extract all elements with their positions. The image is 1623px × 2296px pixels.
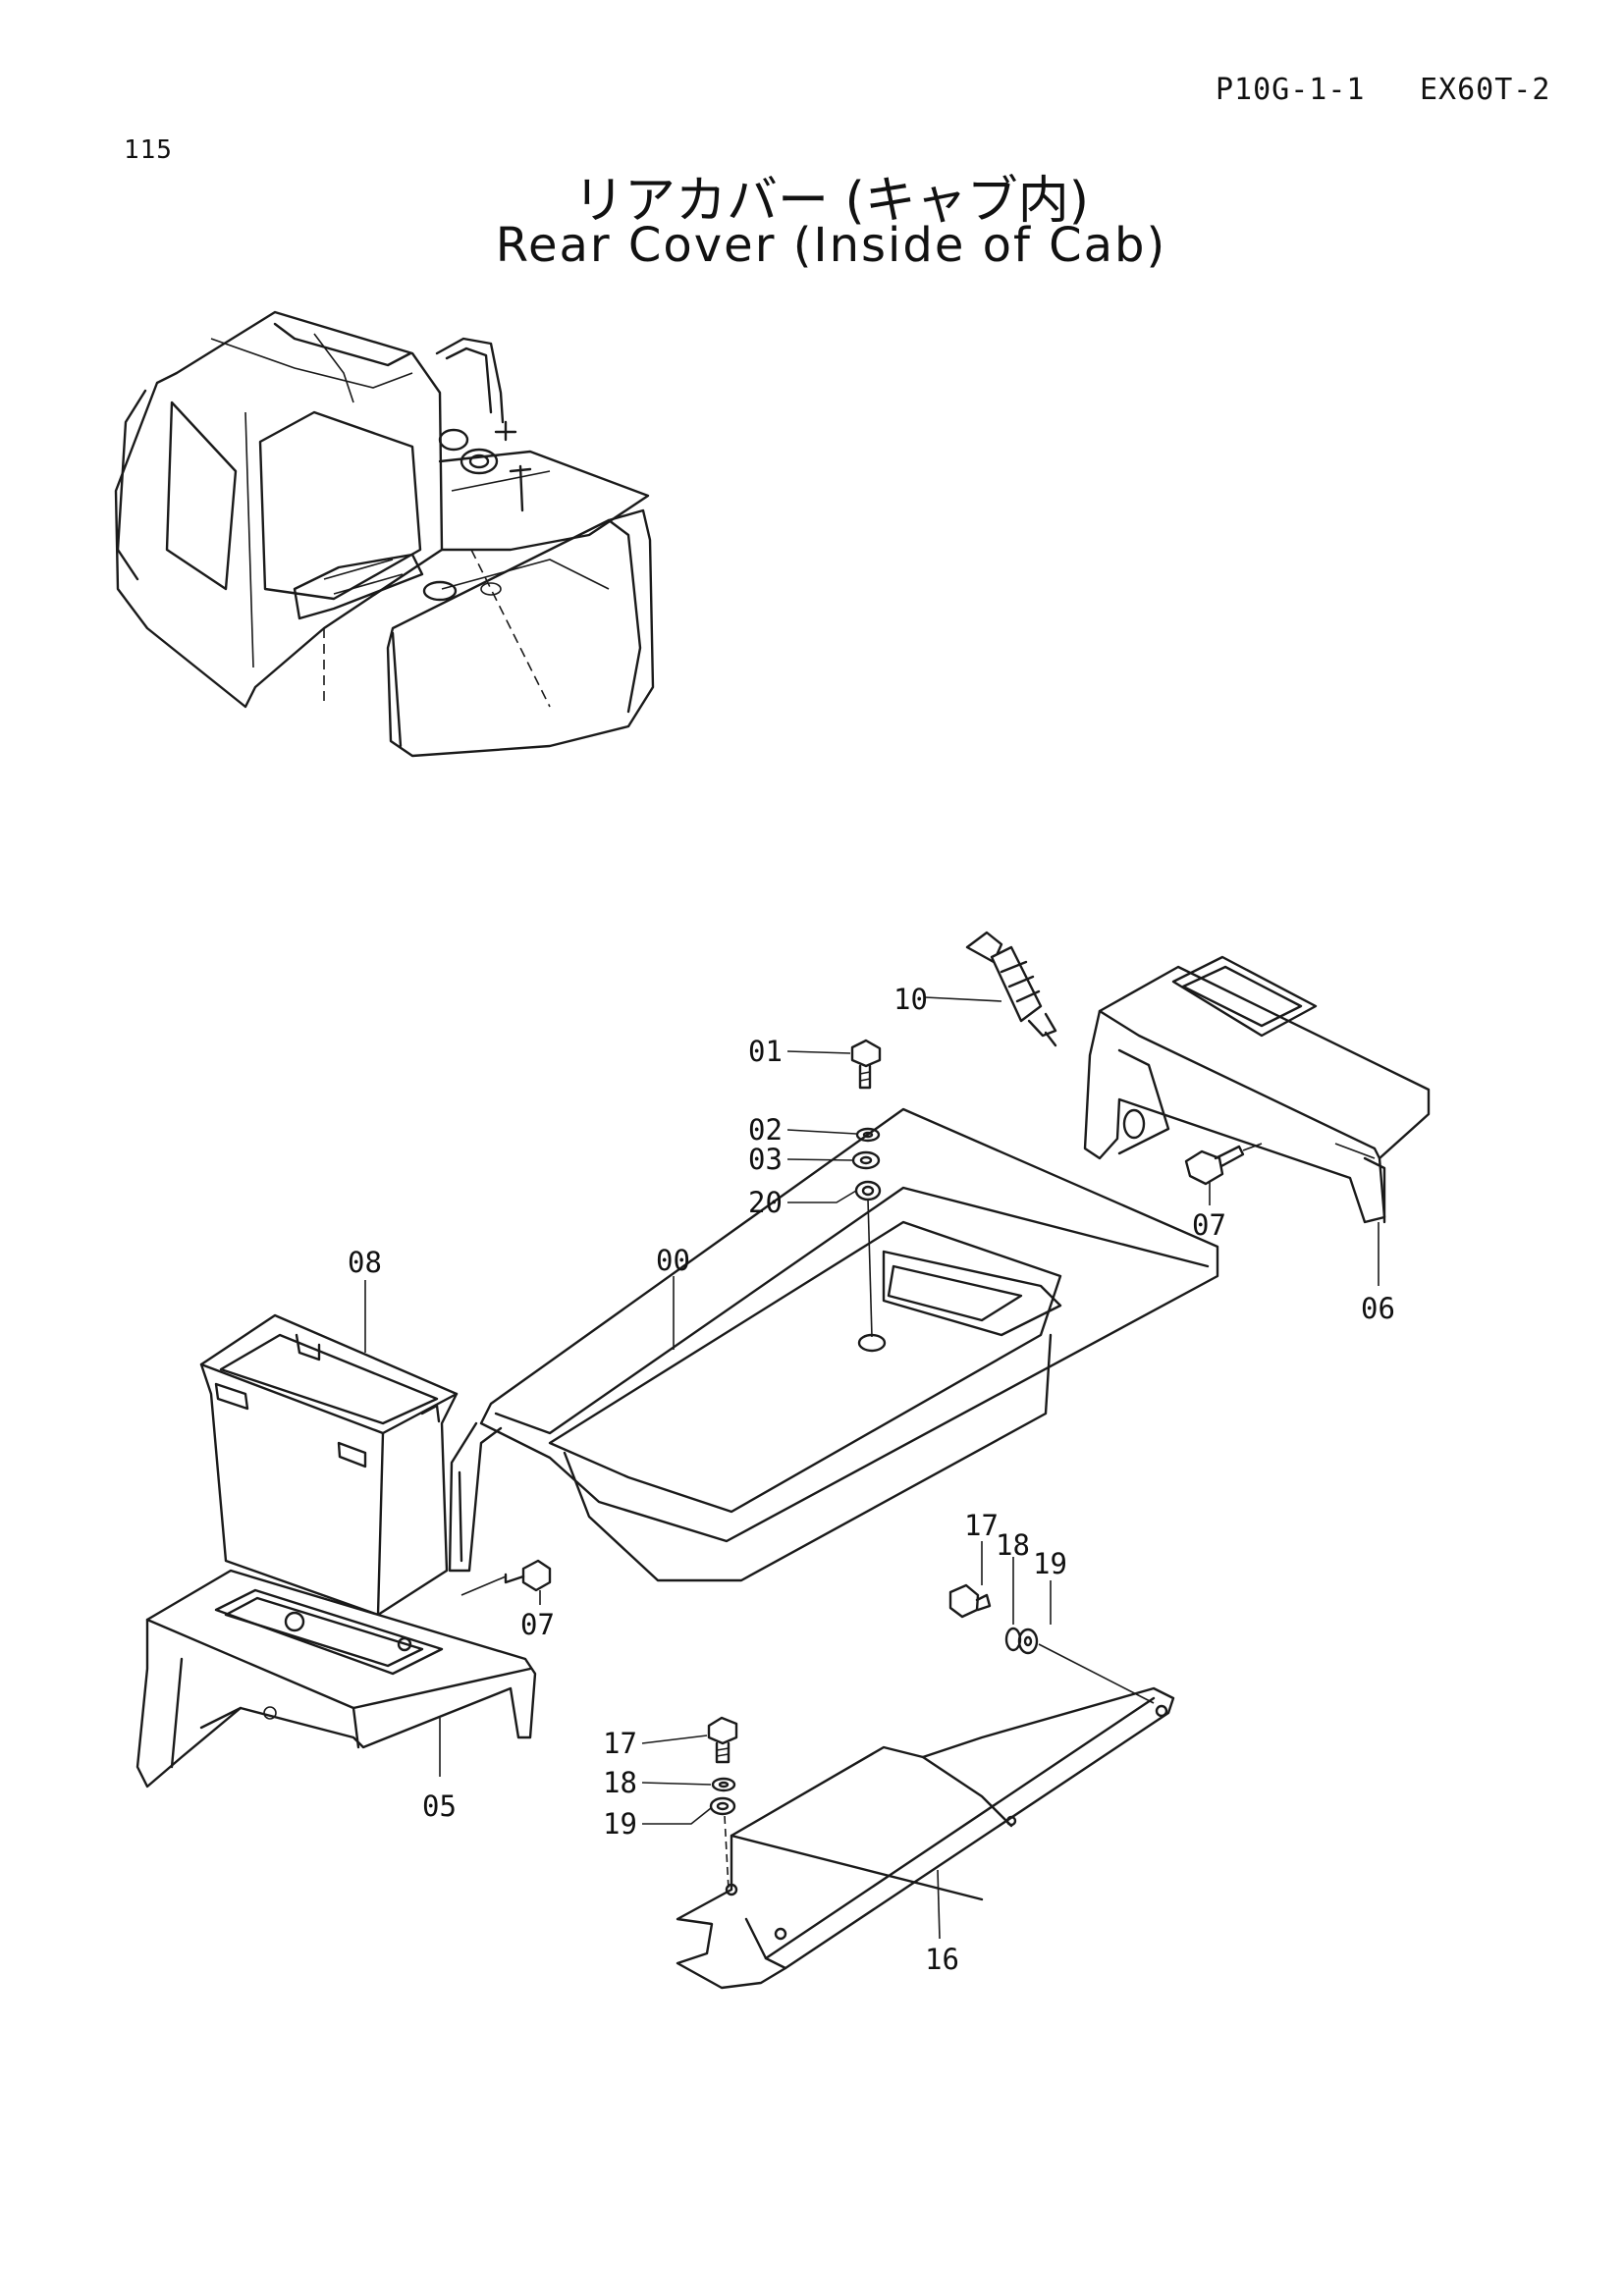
part-06-right-cover: [1083, 955, 1431, 1224]
callout-05: 05: [422, 1789, 457, 1823]
part-16-lower-bracket: [676, 1686, 1175, 1990]
callout-20: 20: [748, 1186, 783, 1219]
callout-16: 16: [925, 1943, 959, 1976]
callout-17-left: 17: [603, 1727, 637, 1760]
callout-18-right: 18: [996, 1528, 1030, 1562]
fastener-stack-top: [850, 1039, 882, 1338]
callout-17-right: 17: [964, 1509, 999, 1542]
fastener-stack-mid: [948, 1583, 1155, 1704]
callout-07-right: 07: [1192, 1208, 1226, 1242]
part-10-plug: [965, 931, 1057, 1047]
title-english: Rear Cover (Inside of Cab): [495, 218, 1167, 273]
page-code: P10G-1-1: [1216, 73, 1366, 107]
callout-08: 08: [348, 1246, 382, 1279]
model-code: EX60T-2: [1420, 73, 1551, 107]
part-00-rear-cover: [448, 1107, 1219, 1582]
callout-00: 00: [656, 1244, 690, 1277]
part-08-box: [199, 1313, 459, 1617]
callout-07-left: 07: [520, 1608, 555, 1641]
callout-10: 10: [893, 983, 928, 1016]
callout-01: 01: [748, 1035, 783, 1068]
callout-18-left: 18: [603, 1766, 637, 1799]
title-japanese: リアカバー (キャブ内): [572, 172, 1090, 231]
callout-19-right: 19: [1033, 1547, 1067, 1580]
callout-02: 02: [748, 1113, 783, 1147]
fastener-stack-lower: [707, 1716, 738, 1891]
bolt-07-left: [460, 1559, 552, 1596]
callout-03: 03: [748, 1143, 783, 1176]
part-05-left-bracket: [135, 1569, 537, 1789]
callout-19-left: 19: [603, 1807, 637, 1841]
callout-labels: 01 02 03 20 10 07 06 00 08 07 05 17 18 1…: [348, 983, 1395, 1976]
callout-06: 06: [1361, 1292, 1395, 1325]
page-number: 115: [124, 135, 173, 165]
leader-lines: [364, 996, 1380, 1940]
machine-overview-illustration: [114, 310, 655, 758]
bolt-07-right: [1184, 1143, 1263, 1186]
